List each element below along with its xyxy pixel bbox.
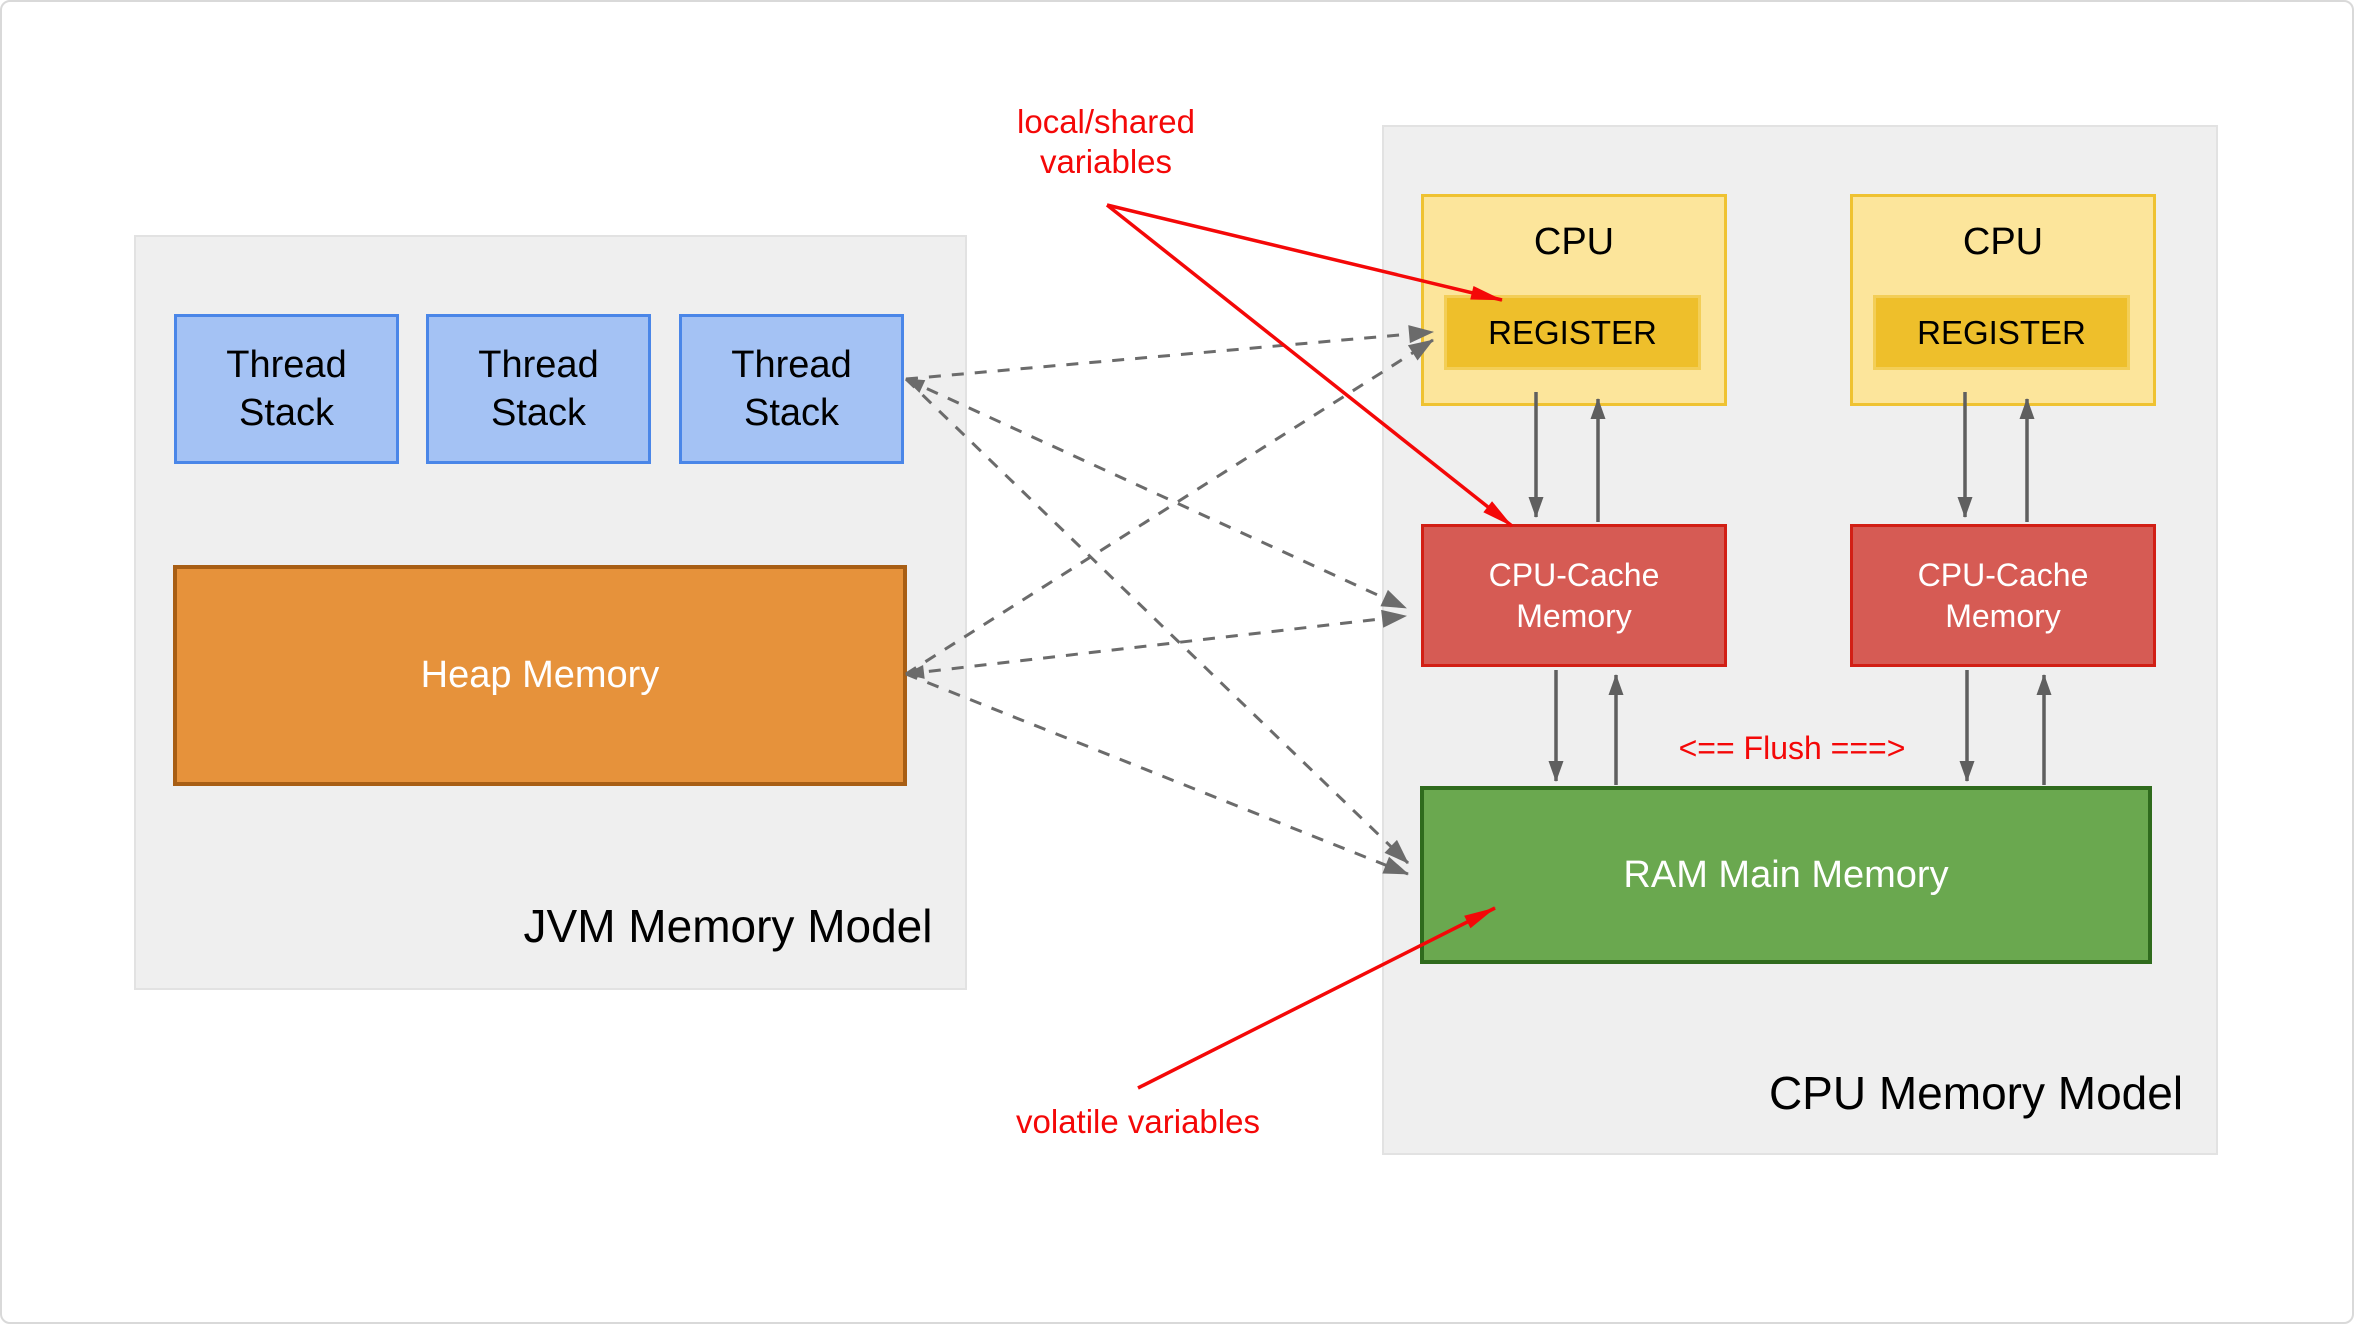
- dashed-connector-heap-ram: [905, 672, 1409, 876]
- register-box-1: REGISTER: [1444, 295, 1701, 370]
- cpu-cache-label-2: CPU-Cache Memory: [1917, 556, 2089, 634]
- thread-stack-label-1: Thread Stack: [226, 344, 347, 434]
- cpu-cache-box-2: CPU-Cache Memory: [1850, 524, 2156, 667]
- dashed-connector-threadstack-ram: [904, 377, 1410, 865]
- cpu-cache-box-1: CPU-Cache Memory: [1421, 524, 1727, 667]
- flush-label: <== Flush ===>: [1678, 730, 1906, 766]
- thread-stack-box-3: Thread Stack: [679, 314, 904, 464]
- dashed-connector-threadstack-register: [905, 325, 1434, 381]
- cpu-cache-label-1: CPU-Cache Memory: [1488, 556, 1660, 634]
- ram-main-memory-label: RAM Main Memory: [1623, 853, 1949, 896]
- dashed-connector-heap-cache: [905, 609, 1407, 679]
- cpu-box-1: CPU REGISTER: [1421, 194, 1727, 406]
- annotation-volatile-variables: volatile variables: [1016, 1103, 1260, 1140]
- thread-stack-label-2: Thread Stack: [478, 344, 599, 434]
- annotation-local-shared-variables: local/shared variables: [1017, 103, 1195, 180]
- dashed-connector-heap-register: [905, 338, 1434, 676]
- jvm-panel-title: JVM Memory Model: [523, 900, 933, 952]
- ram-main-memory-box: RAM Main Memory: [1420, 786, 2152, 964]
- thread-stack-box-1: Thread Stack: [174, 314, 399, 464]
- register-label-1: REGISTER: [1488, 313, 1657, 351]
- cpu-label-2: CPU: [1962, 221, 2044, 263]
- thread-stack-box-2: Thread Stack: [426, 314, 651, 464]
- thread-stack-label-3: Thread Stack: [731, 344, 852, 434]
- cpu-box-2: CPU REGISTER: [1850, 194, 2156, 406]
- cpu-label-1: CPU: [1533, 221, 1615, 263]
- cpu-panel-title: CPU Memory Model: [1768, 1067, 2184, 1119]
- register-box-2: REGISTER: [1873, 295, 2130, 370]
- heap-memory-label: Heap Memory: [420, 654, 660, 696]
- register-label-2: REGISTER: [1917, 313, 2086, 351]
- heap-memory-box: Heap Memory: [173, 565, 907, 786]
- dashed-connector-threadstack-cache: [905, 377, 1407, 610]
